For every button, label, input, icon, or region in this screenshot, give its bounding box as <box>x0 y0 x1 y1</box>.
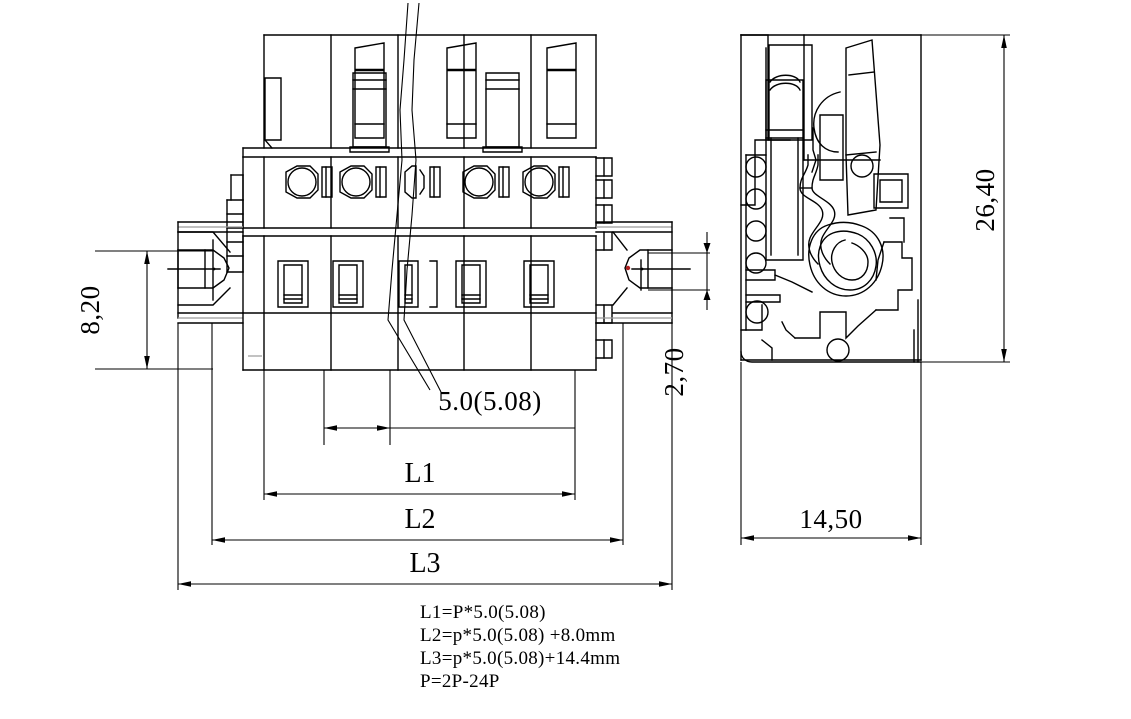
side-view <box>740 34 922 363</box>
dim-label-8-20: 8,20 <box>75 285 105 334</box>
dim-8-20: 8,20 <box>75 250 213 370</box>
dim-label-l3: L3 <box>409 548 440 579</box>
dim-label-2-70: 2,70 <box>659 347 689 396</box>
side-lower-body <box>740 269 813 361</box>
note-line: L2=p*5.0(5.08) +8.0mm <box>420 625 616 646</box>
break-line <box>387 2 442 393</box>
front-body-outline <box>263 34 597 149</box>
front-view <box>167 2 691 393</box>
dim-l1: L1 <box>263 370 576 500</box>
dim-label-l1: L1 <box>404 458 435 489</box>
screw-head <box>522 165 570 199</box>
dim-2-70: 2,70 <box>648 232 711 397</box>
side-inner-profile <box>803 34 881 173</box>
contact-window <box>398 260 438 308</box>
front-mid-band <box>242 147 597 158</box>
notes-block: L1=P*5.0(5.08) L2=p*5.0(5.08) +8.0mm L3=… <box>420 602 620 692</box>
front-left-step <box>226 174 244 273</box>
dim-label-pitch: 5.0(5.08) <box>438 386 541 416</box>
note-line: L1=P*5.0(5.08) <box>420 602 546 623</box>
screw-head <box>339 165 387 199</box>
note-line: L3=p*5.0(5.08)+14.4mm <box>420 648 620 669</box>
contact-window <box>332 260 364 308</box>
contact-window <box>277 260 309 308</box>
dim-l2: L2 <box>211 323 624 545</box>
front-lever-group <box>349 72 523 153</box>
contact-window <box>523 260 555 308</box>
screw-head <box>462 165 510 199</box>
dim-label-l2: L2 <box>404 504 435 535</box>
mounting-flange-right <box>595 221 691 324</box>
dim-14-50: 14,50 <box>740 362 922 545</box>
dim-pitch: 5.0(5.08) <box>323 370 575 445</box>
dim-label-14-50: 14,50 <box>799 504 862 534</box>
mounting-flange-left <box>167 221 244 324</box>
side-channel <box>765 74 804 261</box>
side-square-window <box>873 173 909 209</box>
side-cam-profile <box>808 221 884 297</box>
front-tab-group <box>354 42 577 139</box>
front-lower-section <box>242 235 597 371</box>
dim-26-40: 26,40 <box>921 34 1010 363</box>
dim-label-26-40: 26,40 <box>970 168 1000 231</box>
screw-head <box>285 165 333 199</box>
front-screw-section <box>242 156 597 229</box>
side-spring-wire <box>799 154 836 265</box>
contact-window <box>455 260 487 308</box>
side-hole-column <box>745 154 767 331</box>
side-lever <box>845 39 881 216</box>
note-line: P=2P-24P <box>420 671 500 692</box>
front-left-tab <box>264 77 282 149</box>
side-right-step <box>781 217 913 340</box>
screw-head <box>404 165 441 199</box>
dim-l3: L3 <box>177 323 673 590</box>
front-right-clips <box>595 157 613 359</box>
